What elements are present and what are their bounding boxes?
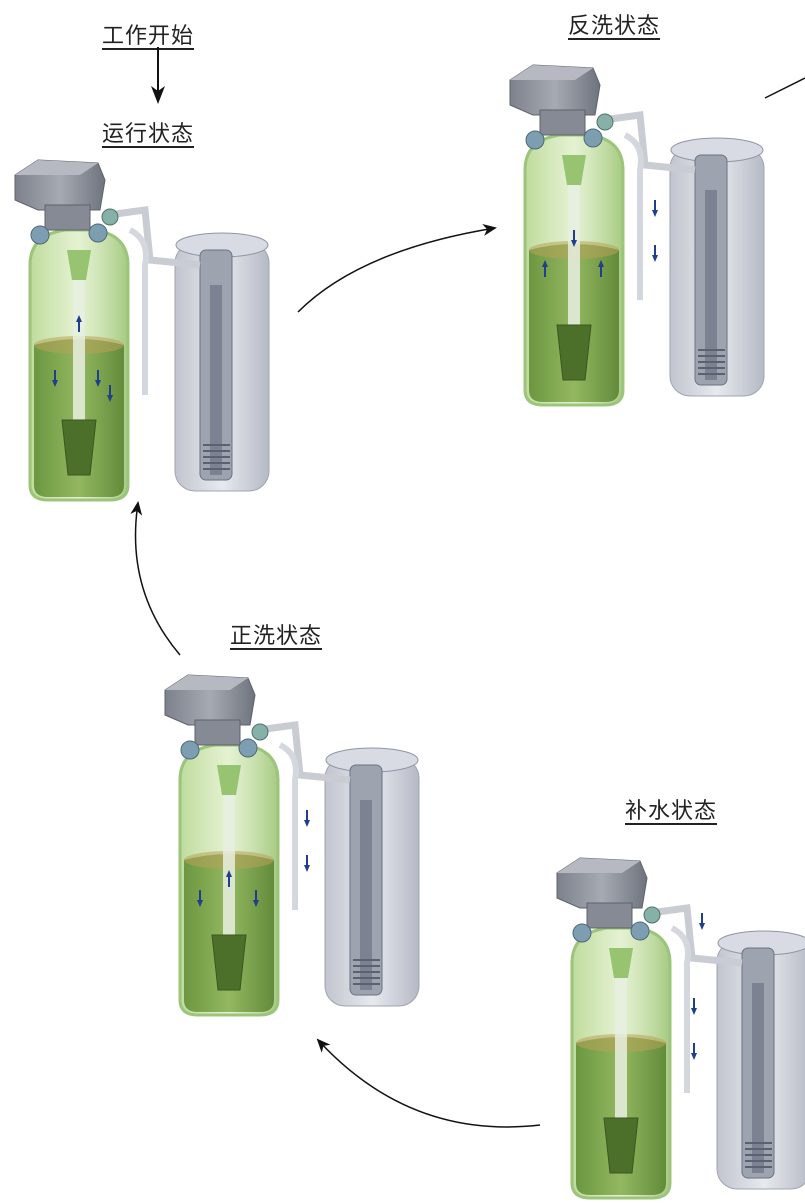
label-start: 工作开始 [102,24,195,49]
cycle-arrow-backwash-to-refill [764,77,805,99]
unit-backwash [510,65,764,405]
label-backwash: 反洗状态 [568,14,661,39]
unit-run [15,160,269,500]
cycle-arrow-rinse-to-run [130,501,181,656]
label-refill: 补水状态 [625,799,718,824]
unit-rinse [165,675,419,1015]
unit-refill [557,858,805,1198]
label-run: 运行状态 [102,122,195,147]
label-rinse: 正洗状态 [230,624,323,649]
start-to-run-arrow [151,47,165,104]
cycle-arrow-refill-to-rinse [316,1038,541,1128]
cycle-arrow-run-to-backwash [297,224,497,313]
